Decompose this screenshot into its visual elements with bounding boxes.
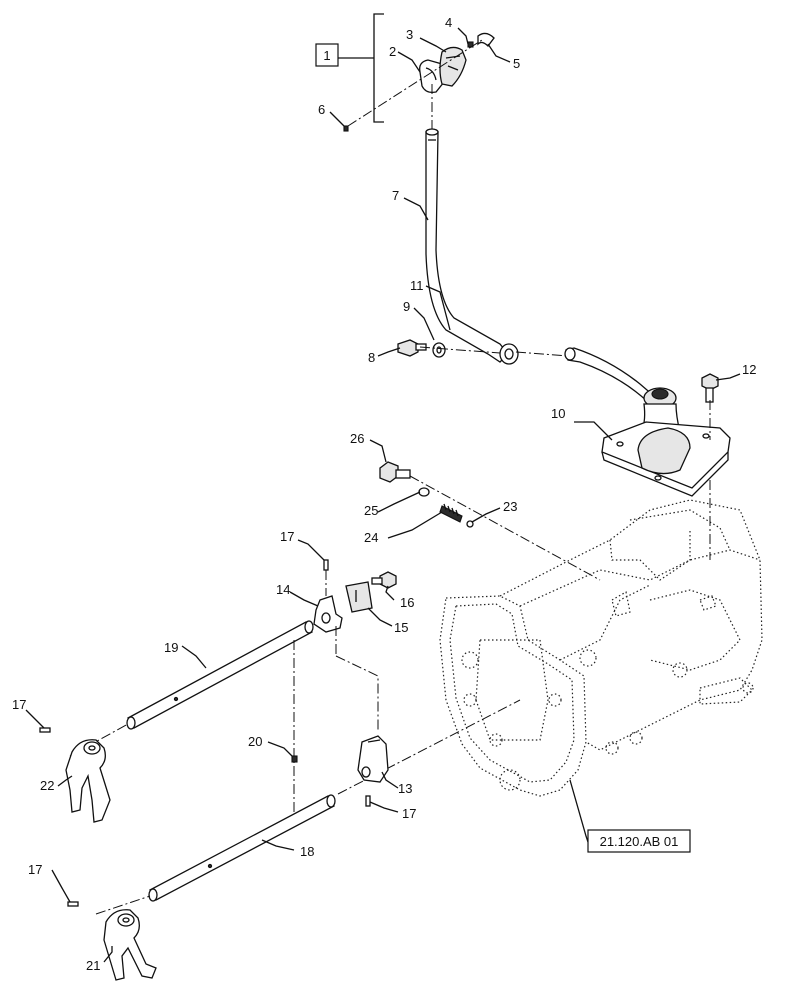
callout-1: 1 (323, 48, 330, 63)
callout-17-top: 17 (280, 529, 294, 544)
callout-17-left-upper: 17 (12, 697, 26, 712)
lever-pivot-hardware (397, 339, 569, 358)
callout-15: 15 (394, 620, 408, 635)
callout-20: 20 (248, 734, 262, 749)
callout-17-right: 17 (402, 806, 416, 821)
detent-assembly (379, 461, 601, 581)
retaining-clip (477, 32, 495, 47)
callout-14: 14 (276, 582, 290, 597)
reference-link[interactable]: 21.120.AB 01 (587, 829, 691, 853)
callout-26: 26 (350, 431, 364, 446)
callout-11: 11 (410, 278, 424, 293)
callout-12: 12 (742, 362, 756, 377)
selector-hardware (291, 559, 397, 812)
callout-labels: 2 3 4 5 6 7 8 9 10 11 12 13 14 15 16 17 … (12, 15, 756, 973)
callout-25: 25 (364, 503, 378, 518)
reference-label[interactable]: 21.120.AB 01 (600, 834, 679, 849)
shift-rod-upper (39, 620, 314, 823)
callout-18: 18 (300, 844, 314, 859)
callout-6: 6 (318, 102, 325, 117)
leader-lines (25, 27, 741, 963)
callout-22: 22 (40, 778, 54, 793)
shift-rod-lower (67, 794, 336, 981)
callout-16: 16 (400, 595, 414, 610)
knob-cap (439, 46, 467, 87)
callout-23: 23 (503, 499, 517, 514)
transmission-housing (337, 499, 763, 797)
callout-5: 5 (513, 56, 520, 71)
callout-7: 7 (392, 188, 399, 203)
callout-21: 21 (86, 958, 100, 973)
shift-cover-assembly (564, 347, 731, 560)
callout-2: 2 (389, 44, 396, 59)
gear-lever (425, 84, 519, 365)
callout-17-left-lower: 17 (28, 862, 42, 877)
callout-8: 8 (368, 350, 375, 365)
callout-3: 3 (406, 27, 413, 42)
callout-4: 4 (445, 15, 452, 30)
callout-24: 24 (364, 530, 378, 545)
callout-19: 19 (164, 640, 178, 655)
callout-9: 9 (403, 299, 410, 314)
shift-knob-parts (343, 32, 495, 132)
roll-pin (343, 125, 349, 132)
callout-10: 10 (551, 406, 565, 421)
callout-13: 13 (398, 781, 412, 796)
kit-bracket: 1 (315, 13, 384, 123)
